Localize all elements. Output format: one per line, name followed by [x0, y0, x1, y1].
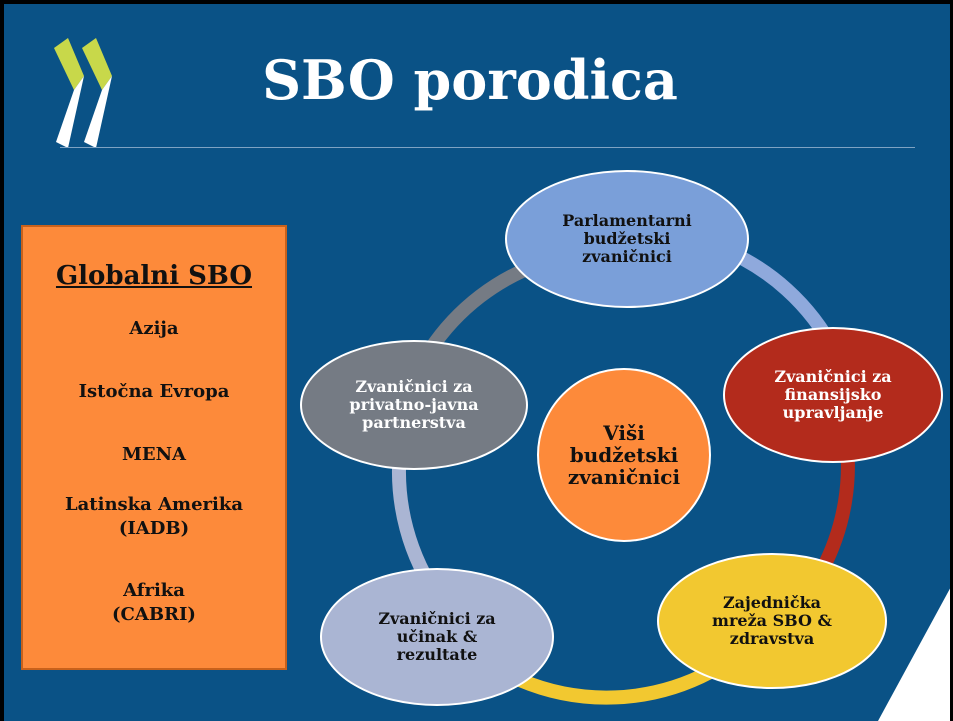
ring-segment [517, 665, 714, 705]
frame-edge [0, 0, 4, 721]
node-joint-network: Zajednička mreža SBO & zdravstva [657, 553, 887, 689]
region-item: Azija [129, 318, 179, 339]
frame-edge [950, 0, 953, 721]
node-parliamentary: Parlamentarni budžetski zvaničnici [505, 170, 749, 308]
global-sbo-heading: Globalni SBO [55, 261, 253, 291]
global-sbo-box: Globalni SBO Azija Istočna Evropa MENA L… [21, 225, 287, 670]
node-center: Viši budžetski zvaničnici [537, 368, 711, 542]
node-financial-management: Zvaničnici za finansijsko upravljanje [723, 327, 943, 463]
region-item: Latinska Amerika (IADB) [64, 494, 243, 539]
region-item: MENA [121, 444, 187, 465]
double-chevron-logo-icon [54, 38, 112, 148]
region-item: Afrika (CABRI) [112, 580, 196, 625]
title-divider [60, 147, 915, 148]
node-performance: Zvaničnici za učinak & rezultate [320, 568, 554, 706]
page-title: SBO porodica [262, 48, 678, 112]
node-ppp: Zvaničnici za privatno-javna partnerstva [300, 340, 528, 470]
region-item: Istočna Evropa [78, 381, 230, 402]
frame-edge [0, 0, 953, 4]
